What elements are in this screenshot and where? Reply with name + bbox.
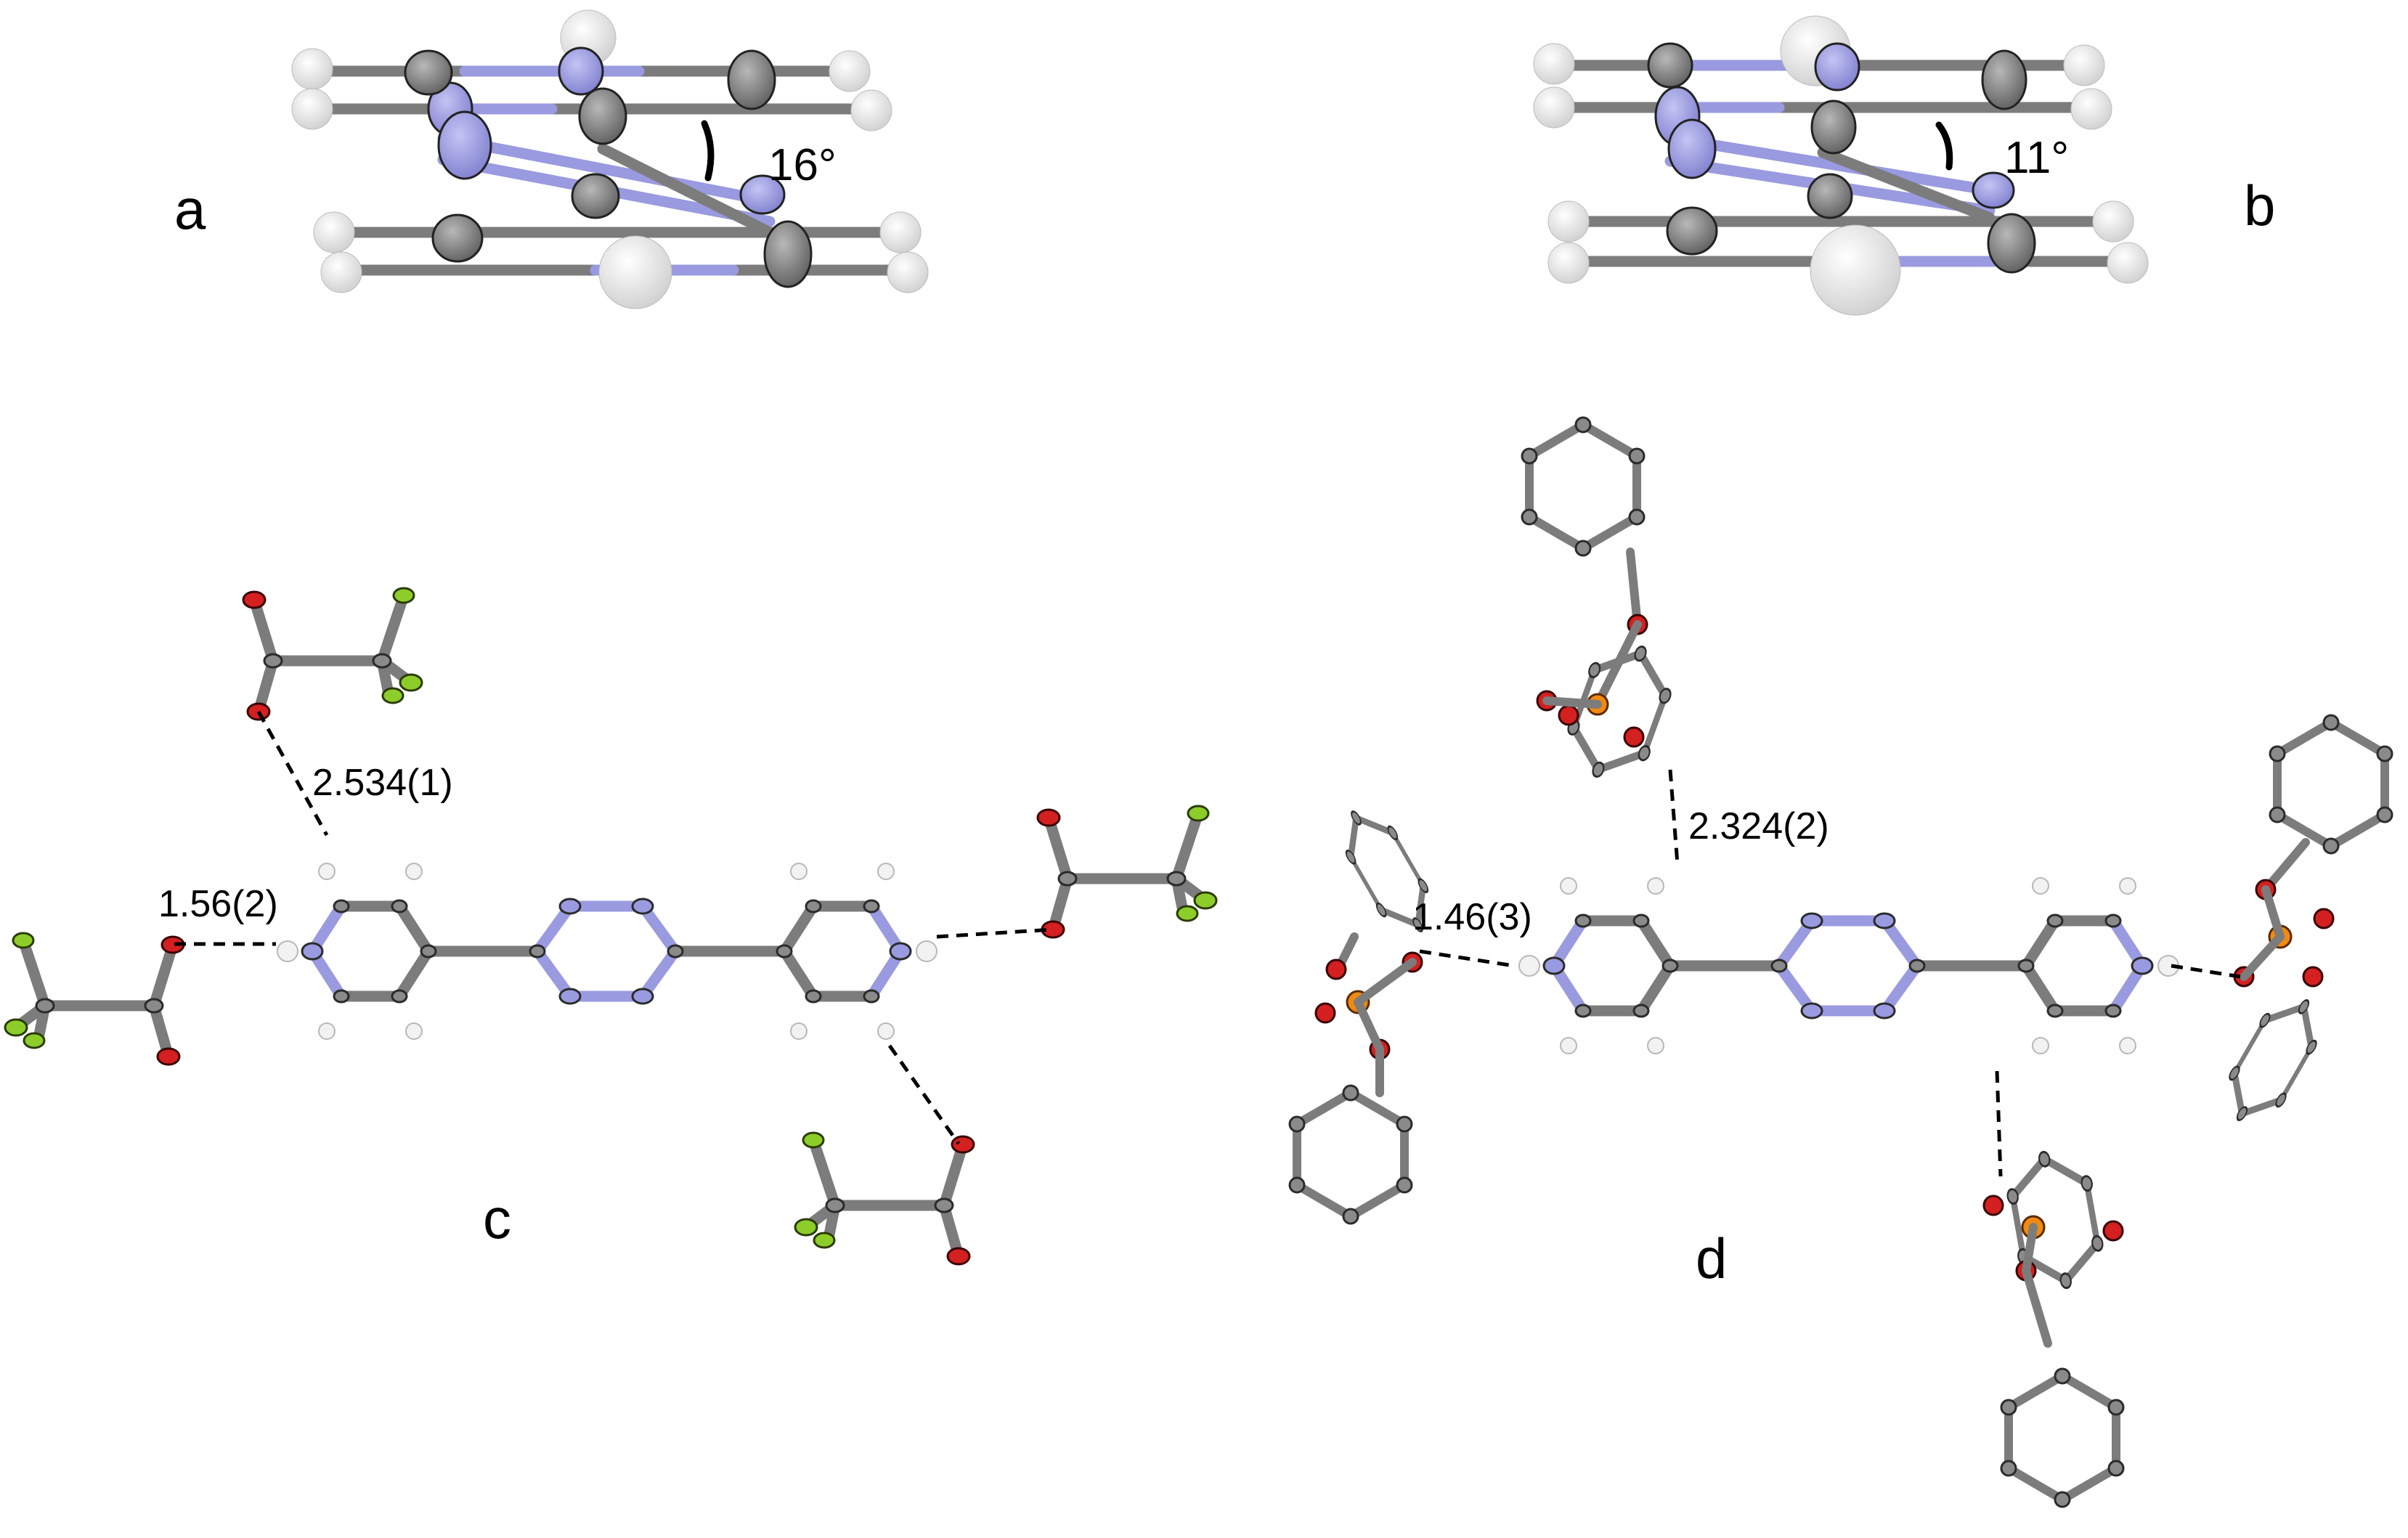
angle-arc-a <box>701 120 715 182</box>
hbond-d-bottom <box>1995 1070 2003 1177</box>
anion-c-left <box>5 933 184 1065</box>
anion-c-right <box>1038 806 1216 937</box>
hbond-d-top <box>1668 769 1680 865</box>
anion-c-bottom <box>795 1133 974 1264</box>
cation-d <box>1519 878 2179 1054</box>
panel-d-label: d <box>1696 1226 1727 1290</box>
distance-label-c-left: 1.56(2) <box>158 883 278 925</box>
phosphate-d-bottom <box>1982 1144 2123 1507</box>
phosphate-d-top <box>1522 418 1683 791</box>
panel-d: d <box>1290 418 2392 1507</box>
panel-a: a <box>174 9 929 309</box>
stacked-dimer-a: 16° <box>291 9 929 309</box>
distance-label-d-top: 2.324(2) <box>1688 805 1829 847</box>
angle-label-b: 11° <box>2004 133 2069 183</box>
hbond-d-left <box>1419 949 1515 968</box>
angle-arc-b <box>1935 121 1953 171</box>
phosphate-d-left <box>1290 798 1445 1224</box>
panel-b: b <box>1533 15 2275 316</box>
panel-a-label: a <box>174 177 206 241</box>
hbond-c-right <box>936 927 1054 939</box>
panel-c-label: c <box>483 1187 511 1250</box>
hbond-d-right <box>2171 964 2241 979</box>
cation-c <box>277 863 937 1039</box>
phosphate-d-right <box>2212 715 2392 1135</box>
angle-label-a: 16° <box>768 140 837 190</box>
panel-b-label: b <box>2244 174 2275 237</box>
anion-c-top <box>243 588 422 720</box>
hbond-c-bottom <box>887 1044 961 1145</box>
stacked-dimer-b: 11° <box>1533 15 2149 316</box>
distance-label-d-left: 1.46(3) <box>1412 896 1532 938</box>
hbond-c-top <box>256 710 329 837</box>
distance-label-c-top: 2.534(1) <box>312 762 453 804</box>
panel-c: c 2.534(1) 1.56(2) <box>5 588 1216 1264</box>
